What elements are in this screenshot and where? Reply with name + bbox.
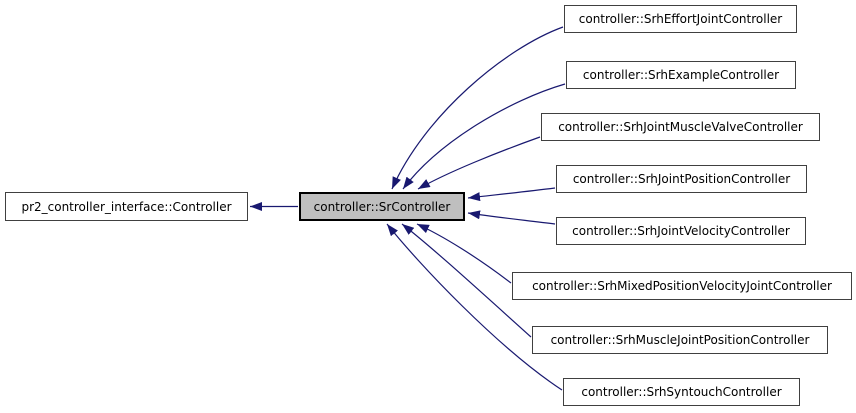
node-srh-mixed-position-velocity-joint-controller[interactable]: controller::SrhMixedPositionVelocityJoin…: [512, 272, 852, 300]
node-srh-muscle-joint-position-controller[interactable]: controller::SrhMuscleJointPositionContro…: [532, 326, 828, 354]
edge-jointposition-to-srcontroller: [467, 187, 556, 202]
node-label: controller::SrController: [313, 199, 451, 214]
edge-jointvelocity-to-srcontroller: [467, 210, 556, 225]
node-label: controller::SrhExampleController: [582, 68, 780, 82]
node-label: controller::SrhJointPositionController: [572, 172, 791, 186]
node-label: pr2_controller_interface::Controller: [21, 199, 232, 214]
node-label: controller::SrhJointMuscleValveControlle…: [558, 120, 803, 134]
node-label: controller::SrhMuscleJointPositionContro…: [550, 333, 810, 347]
node-label: controller::SrhMixedPositionVelocityJoin…: [532, 279, 832, 293]
node-srh-joint-velocity-controller[interactable]: controller::SrhJointVelocityController: [556, 217, 806, 245]
node-label: controller::SrhSyntouchController: [581, 385, 782, 399]
edge-effortjoint-to-srcontroller: [391, 26, 564, 190]
node-srh-joint-position-controller[interactable]: controller::SrhJointPositionController: [556, 165, 807, 193]
node-label: controller::SrhEffortJointController: [578, 12, 783, 26]
node-srh-joint-muscle-valve-controller[interactable]: controller::SrhJointMuscleValveControlle…: [541, 113, 820, 141]
node-label: controller::SrhJointVelocityController: [572, 224, 790, 238]
edge-syntouch-to-srcontroller: [386, 223, 563, 391]
node-srh-syntouch-controller[interactable]: controller::SrhSyntouchController: [563, 378, 800, 406]
node-srh-effort-joint-controller[interactable]: controller::SrhEffortJointController: [564, 5, 797, 33]
edge-example-to-srcontroller: [402, 83, 566, 190]
node-controller-srcontroller: controller::SrController: [299, 192, 465, 221]
node-pr2-controller-interface-controller[interactable]: pr2_controller_interface::Controller: [5, 192, 248, 221]
edge-jointmusclevalve-to-srcontroller: [417, 136, 541, 190]
edge-mixedposvel-to-srcontroller: [416, 223, 512, 284]
node-srh-example-controller[interactable]: controller::SrhExampleController: [566, 61, 796, 89]
edge-musclejointposition-to-srcontroller: [401, 223, 532, 338]
